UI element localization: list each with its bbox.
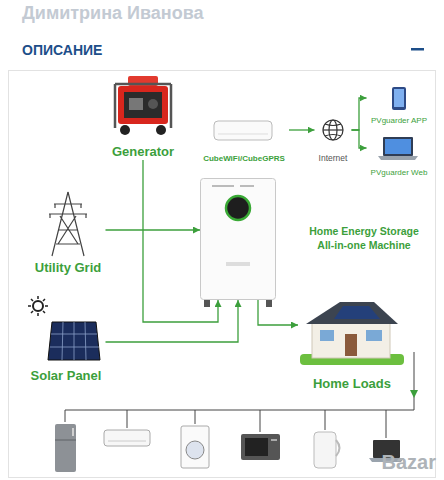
node-label: Solar Panel (31, 368, 102, 384)
node-label: PVguarder APP (371, 116, 427, 126)
site-watermark: Bazar (382, 450, 436, 474)
laptop-icon (378, 137, 418, 160)
generator-icon-part (118, 86, 168, 124)
laptop-icon-part (383, 137, 413, 156)
wifi-module-icon-part (214, 121, 272, 140)
solar-icon (28, 296, 100, 360)
appliance-icons-part (108, 441, 146, 442)
globe-icon-part (325, 124, 341, 136)
house-icon-part (345, 334, 357, 356)
generator-node: Generator (108, 66, 179, 160)
wifi-module-icon-part (218, 134, 268, 135)
generator-icon-part (156, 125, 166, 135)
appliance-icons-part (181, 426, 209, 468)
node-label: CubeWiFi/CubeGPRS (203, 154, 285, 164)
node-label: PVguarder Web (371, 168, 428, 178)
app-node: PVguarder APP (367, 84, 432, 126)
panel-frame (9, 71, 436, 478)
generator-icon (115, 76, 171, 135)
internet-node: Internet (315, 116, 352, 164)
home-loads-node: Home Loads (298, 300, 406, 392)
storage-machine-part (240, 185, 254, 187)
appliance-icons-part (314, 432, 336, 468)
appliance-icons-part (245, 438, 268, 456)
house-icon-part (334, 306, 380, 319)
globe-icon (323, 120, 343, 140)
node-label: Internet (319, 153, 348, 164)
panel-frame-part (9, 71, 436, 478)
storage-machine-part (201, 179, 276, 300)
load-wiring-part (65, 352, 414, 438)
house-icon (300, 302, 404, 365)
appliance-icons-part (241, 434, 280, 460)
node-label: Home Loads (313, 376, 391, 392)
pylon-icon (49, 192, 87, 256)
globe-icon-part (323, 129, 343, 130)
globe-icon-part (323, 120, 343, 140)
generator-icon-part (115, 84, 171, 128)
wifi-module-node: CubeWiFi/CubeGPRS (199, 116, 289, 164)
flow-connector (352, 130, 367, 148)
appliance-icons (55, 424, 404, 472)
collapse-icon-part (411, 48, 424, 51)
storage-machine-part (226, 196, 250, 220)
flow-connector (258, 300, 298, 325)
grid-node: Utility Grid (31, 190, 106, 276)
flow-connector (106, 229, 201, 230)
web-node: PVguarder Web (367, 132, 432, 178)
phone-icon (392, 87, 406, 110)
phone-icon-part (392, 87, 406, 110)
appliance-icons-part (271, 439, 277, 441)
flow-connector (289, 129, 315, 130)
laptop-icon-part (385, 139, 411, 154)
flow-connector (143, 160, 218, 322)
phone-icon-part (394, 89, 404, 107)
solar-node: Solar Panel (27, 296, 106, 384)
storage-machine (201, 179, 276, 308)
storage-machine-node: Home Energy Storage All-in-one Machine (200, 178, 276, 300)
house-icon-part (320, 330, 334, 341)
seller-watermark: Димитрина Иванова (22, 2, 204, 24)
solar-icon-part (33, 301, 43, 311)
pylon-icon-part (49, 192, 87, 256)
generator-icon-part (124, 92, 162, 118)
pylon-icon-part (50, 204, 86, 218)
load-wiring-part (410, 390, 418, 398)
storage-machine-part (212, 185, 234, 187)
appliance-icons-part (72, 428, 74, 436)
house-icon-part (306, 302, 398, 324)
house-icon-part (312, 322, 390, 358)
laptop-icon-part (378, 156, 418, 160)
flow-connector (106, 300, 239, 342)
generator-icon-part (120, 125, 130, 135)
node-label: Home Energy Storage All-in-one Machine (305, 224, 423, 252)
node-label: Generator (112, 144, 174, 160)
solar-icon-part (28, 296, 48, 316)
collapse-icon (411, 48, 424, 51)
wifi-module-icon (214, 121, 272, 140)
appliance-icons-part (104, 430, 150, 446)
storage-machine-part (266, 300, 272, 307)
load-wiring (65, 352, 418, 438)
node-label: Utility Grid (35, 260, 101, 276)
generator-icon-part (148, 99, 158, 109)
appliance-icons-part (336, 440, 340, 456)
storage-machine-part (204, 300, 210, 307)
storage-machine-part (226, 262, 250, 266)
flow-connector (352, 98, 367, 130)
appliance-icons-part (186, 441, 204, 459)
solar-icon-part (48, 322, 100, 360)
appliance-icons-part (55, 424, 76, 472)
generator-icon-part (129, 98, 143, 110)
section-heading: ОПИСАНИЕ (22, 42, 102, 59)
house-icon-part (366, 330, 382, 341)
appliance-icons-part (55, 440, 76, 441)
solar-icon-part (50, 322, 99, 360)
